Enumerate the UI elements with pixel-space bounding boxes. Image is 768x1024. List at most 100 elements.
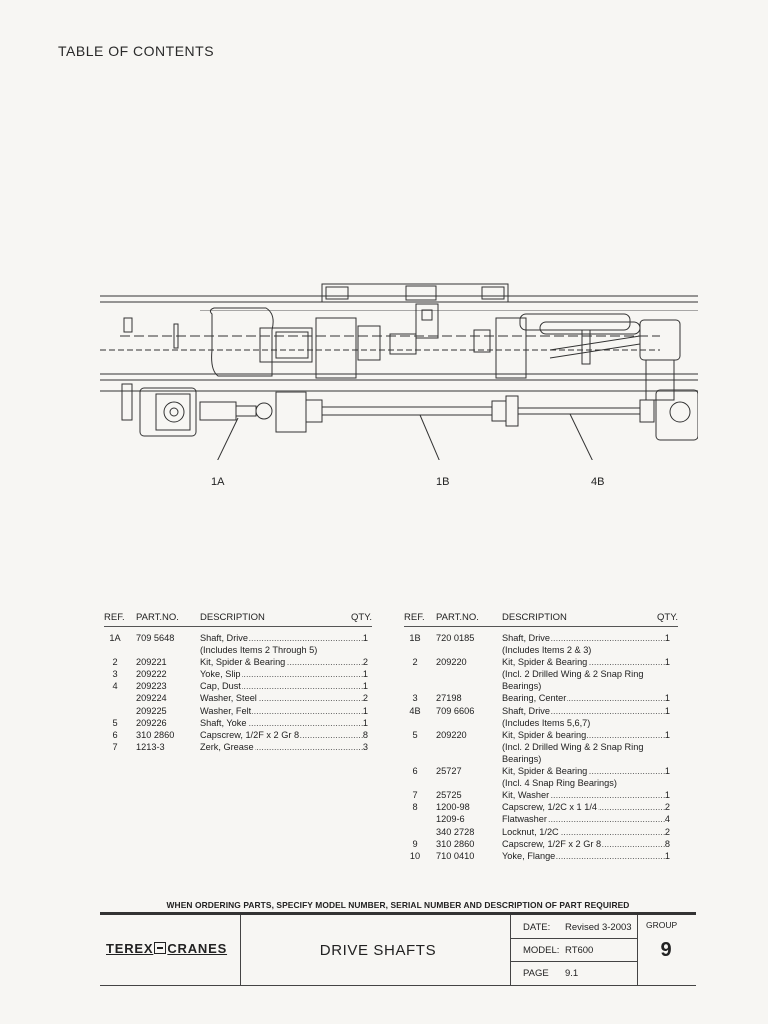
row-ref: 1A	[109, 633, 121, 643]
row-qty: 1	[362, 717, 368, 728]
row-part-number: 1213-3	[136, 741, 165, 752]
row-description: Shaft, Drive	[502, 633, 551, 643]
page-cell: PAGE 9.1	[511, 961, 637, 984]
row-description: Kit, Spider & Bearing	[200, 657, 287, 668]
row-part-number: 209225	[136, 705, 167, 716]
row-ref: 5	[412, 729, 418, 740]
page-title: TABLE OF CONTENTS	[58, 43, 215, 59]
divider	[510, 915, 511, 985]
row-ref: 2	[412, 657, 418, 668]
model-cell: MODEL: RT600	[511, 938, 637, 962]
ordering-notice: WHEN ORDERING PARTS, SPECIFY MODEL NUMBE…	[166, 900, 630, 910]
row-description: (Incl. 2 Drilled Wing & 2 Snap Ring	[502, 741, 645, 752]
row-part-number: 25725	[436, 790, 462, 801]
callout-4b: 4B	[591, 476, 605, 488]
logo-cranes: CRANES	[167, 941, 228, 956]
row-ref: 6	[412, 766, 418, 777]
leader-dots: ........................................…	[200, 681, 364, 692]
table-header: REF. PART.NO. DESCRIPTION QTY.	[104, 612, 372, 627]
table-row: (Includes Items 2 Through 5)	[104, 645, 372, 657]
date-value: Revised 3-2003	[565, 922, 632, 933]
row-part-number: 209223	[136, 681, 167, 692]
row-part-number: 25727	[436, 766, 462, 777]
row-description: Flatwasher	[502, 814, 548, 825]
group-label: GROUP	[646, 920, 678, 930]
row-description: Yoke, Slip	[200, 669, 242, 680]
leader-dots: ........................................…	[502, 693, 666, 704]
row-description: Zerk, Grease	[200, 741, 255, 752]
row-description: (Incl. 4 Snap Ring Bearings)	[502, 778, 618, 789]
row-part-number: 1209-6	[436, 814, 465, 825]
document-title: DRIVE SHAFTS	[319, 942, 437, 959]
header-qty: QTY.	[657, 612, 678, 623]
row-qty: 1	[664, 705, 670, 716]
leader-dots: ........................................…	[200, 741, 364, 752]
table-row: (Incl. 4 Snap Ring Bearings)	[404, 778, 678, 790]
row-description: Locknut, 1/2C	[502, 826, 560, 837]
row-description: (Includes Items 2 Through 5)	[200, 645, 319, 656]
row-part-number: 710 0410	[436, 850, 475, 861]
table-header: REF. PART.NO. DESCRIPTION QTY.	[404, 612, 678, 627]
row-qty: 1	[362, 681, 368, 692]
row-qty: 1	[362, 669, 368, 680]
row-description: Capscrew, 1/2C x 1 1/4	[502, 802, 598, 813]
row-qty: 1	[362, 633, 368, 643]
row-part-number: 209226	[136, 717, 167, 728]
row-description: Shaft, Yoke	[200, 717, 248, 728]
row-description: (Includes Items 5,6,7)	[502, 717, 592, 728]
divider	[637, 915, 638, 985]
date-cell: DATE: Revised 3-2003	[511, 915, 637, 939]
row-qty: 1	[664, 766, 670, 777]
row-ref: 3	[112, 669, 118, 680]
row-ref: 3	[412, 693, 418, 704]
row-part-number: 209224	[136, 693, 167, 704]
row-qty: 8	[664, 838, 670, 849]
row-ref: 4B	[409, 705, 421, 716]
header-desc: DESCRIPTION	[502, 612, 567, 623]
row-description: (Includes Items 2 & 3)	[502, 645, 593, 656]
row-qty: 1	[664, 633, 670, 643]
crane-icon	[154, 942, 167, 954]
table-row: (Includes Items 2 & 3)	[404, 645, 678, 657]
row-qty: 1	[664, 657, 670, 668]
row-ref: 7	[412, 790, 418, 801]
row-description: Shaft, Drive	[502, 705, 551, 716]
row-description: Bearings)	[502, 681, 543, 692]
row-description: Kit, Spider & bearing	[502, 729, 588, 740]
row-qty: 1	[362, 705, 368, 716]
row-description: Cap, Dust	[200, 681, 242, 692]
row-part-number: 720 0185	[436, 633, 475, 643]
header-qty: QTY.	[351, 612, 372, 623]
row-ref: 8	[412, 802, 418, 813]
row-qty: 3	[362, 741, 368, 752]
row-ref: 2	[112, 657, 118, 668]
callout-1a: 1A	[211, 476, 225, 488]
row-part-number: 310 2860	[136, 729, 175, 740]
row-description: (Incl. 2 Drilled Wing & 2 Snap Ring	[502, 669, 645, 680]
page-label: PAGE	[523, 968, 549, 979]
row-qty: 2	[664, 826, 670, 837]
row-ref: 4	[112, 681, 118, 692]
row-description: Yoke, Flange	[502, 850, 557, 861]
table-row: 4 209223 Cap, Dust........................…	[104, 681, 372, 693]
row-qty: 8	[362, 729, 368, 740]
model-label: MODEL:	[523, 945, 560, 956]
